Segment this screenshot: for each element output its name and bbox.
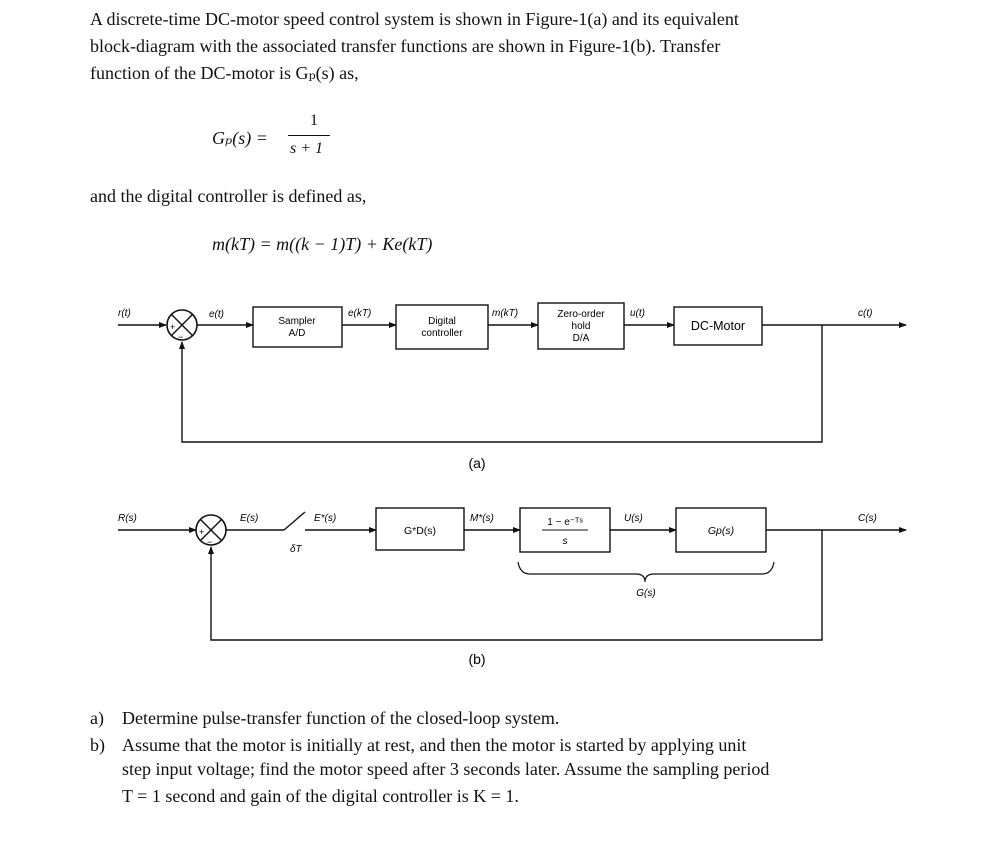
gd-block: [375, 507, 465, 551]
error-label-es: E(s): [240, 513, 258, 524]
gp-label: Gp(s): [708, 525, 734, 537]
dc-motor-label: DC-Motor: [691, 319, 745, 333]
equation-controller: m(kT) = m((k − 1)T) + Ke(kT): [212, 234, 433, 254]
ut-label: u(t): [630, 308, 645, 319]
mkt-label: m(kT): [492, 308, 518, 319]
zoh-numerator: 1 − e⁻ᵀˢ: [547, 517, 583, 528]
digital-controller-label-1: Digital: [428, 316, 456, 327]
dc-motor-block: [673, 306, 763, 346]
feedback-path-a: [179, 325, 823, 443]
minus-sign: −: [178, 332, 183, 342]
minus-sign-b: −: [207, 537, 212, 547]
plus-sign: +: [170, 322, 175, 332]
caption-b: (b): [468, 651, 485, 667]
input-label-rt: r(t): [118, 308, 131, 319]
sampler-label-2: A/D: [289, 328, 306, 339]
zoh-label-2: hold: [572, 321, 591, 332]
caption-a: (a): [468, 455, 485, 471]
plus-sign-b: +: [199, 527, 204, 537]
fraction-bar: [288, 135, 330, 136]
summing-junction-b: + −: [195, 514, 227, 547]
sampler-switch: [283, 511, 306, 531]
question-b: b) Assume that the motor is initially at …: [90, 732, 920, 759]
zoh-denominator: s: [563, 536, 568, 547]
digital-controller-block: [395, 304, 489, 350]
sampler-block: [252, 306, 343, 348]
zoh-label-1: Zero-order: [557, 309, 605, 320]
feedback-path-b: [208, 530, 823, 641]
gs-label: G(s): [636, 588, 655, 599]
output-label-cs: C(s): [858, 513, 877, 524]
question-b-line-3: T = 1 second and gain of the digital con…: [122, 786, 519, 806]
error-label-et: e(t): [209, 309, 224, 320]
block-diagram-figures: r(t) + − e(t) Sampler A/D e(kT) Digital …: [118, 302, 907, 667]
gp-block: [675, 507, 767, 553]
question-b-line-2: step input voltage; find the motor speed…: [122, 759, 770, 779]
estar-label: E*(s): [314, 513, 336, 524]
input-label-rs: R(s): [118, 513, 137, 524]
digital-controller-label-2: controller: [421, 328, 463, 339]
question-b-label: b): [90, 735, 105, 755]
figure-b: R(s) + − E(s) δT E*(s) G*D(s) M*(s) 1 − …: [118, 507, 907, 667]
question-b-line-1: Assume that the motor is initially at re…: [122, 735, 747, 755]
output-label-ct: c(t): [858, 308, 872, 319]
equation-gp-lhs: Gₚ(s) =: [212, 128, 268, 148]
summing-junction-a: + −: [166, 309, 198, 342]
intro-line-1: A discrete-time DC-motor speed control s…: [90, 9, 739, 29]
gd-label: G*D(s): [404, 525, 436, 537]
equation-gp-denominator: s + 1: [290, 140, 324, 157]
zero-order-hold-block: [537, 302, 625, 350]
question-a-label: a): [90, 708, 104, 728]
us-label: U(s): [624, 513, 643, 524]
mstar-label: M*(s): [470, 513, 494, 524]
controller-text: and the digital controller is defined as…: [90, 186, 367, 206]
sampler-label-1: Sampler: [278, 316, 316, 327]
intro-line-2: block-diagram with the associated transf…: [90, 36, 721, 56]
zoh-label-3: D/A: [573, 333, 590, 344]
equation-gp-numerator: 1: [310, 112, 318, 129]
figure-a: r(t) + − e(t) Sampler A/D e(kT) Digital …: [118, 302, 907, 471]
g-brace: [517, 561, 775, 583]
sampler-label-deltat: δT: [290, 544, 303, 555]
question-a-text: Determine pulse-transfer function of the…: [122, 708, 560, 728]
intro-line-3: function of the DC-motor is Gₚ(s) as,: [90, 63, 359, 83]
question-a: a) Determine pulse-transfer function of t…: [90, 705, 920, 732]
ekt-label: e(kT): [348, 308, 371, 319]
intro-paragraph: A discrete-time DC-motor speed control s…: [90, 6, 916, 87]
